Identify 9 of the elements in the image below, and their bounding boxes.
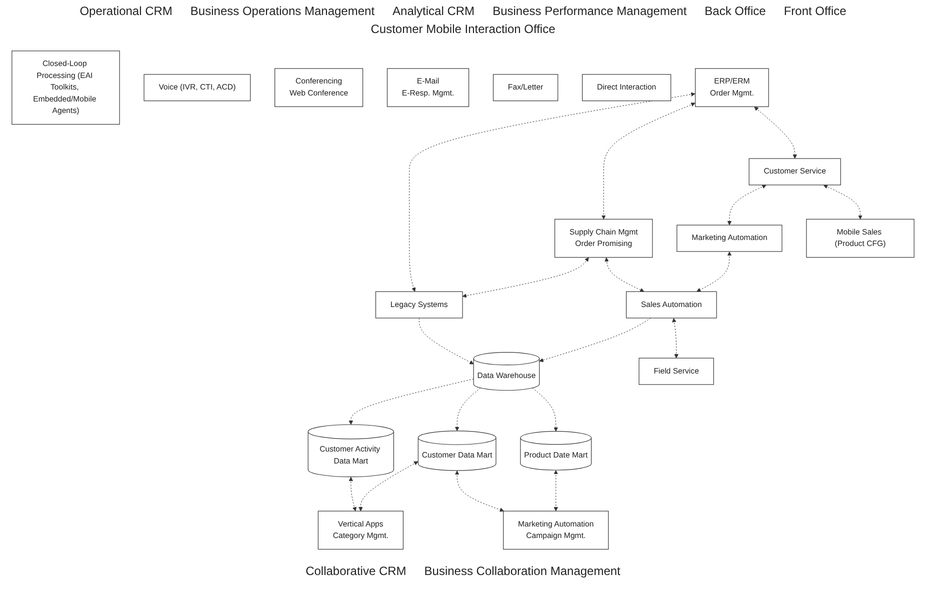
label-text: Back Office	[704, 4, 766, 18]
label-text: Customer Mobile Interaction Office	[370, 22, 556, 36]
label-text: Business Performance Management	[492, 4, 687, 18]
label-text: Business Operations Management	[190, 4, 375, 18]
label-text: Front Office	[784, 4, 846, 18]
label-text: Collaborative CRM	[306, 564, 406, 578]
label-text: Analytical CRM	[392, 4, 475, 18]
label-text: Business Collaboration Management	[424, 564, 620, 578]
label-text: Operational CRM	[80, 4, 172, 18]
